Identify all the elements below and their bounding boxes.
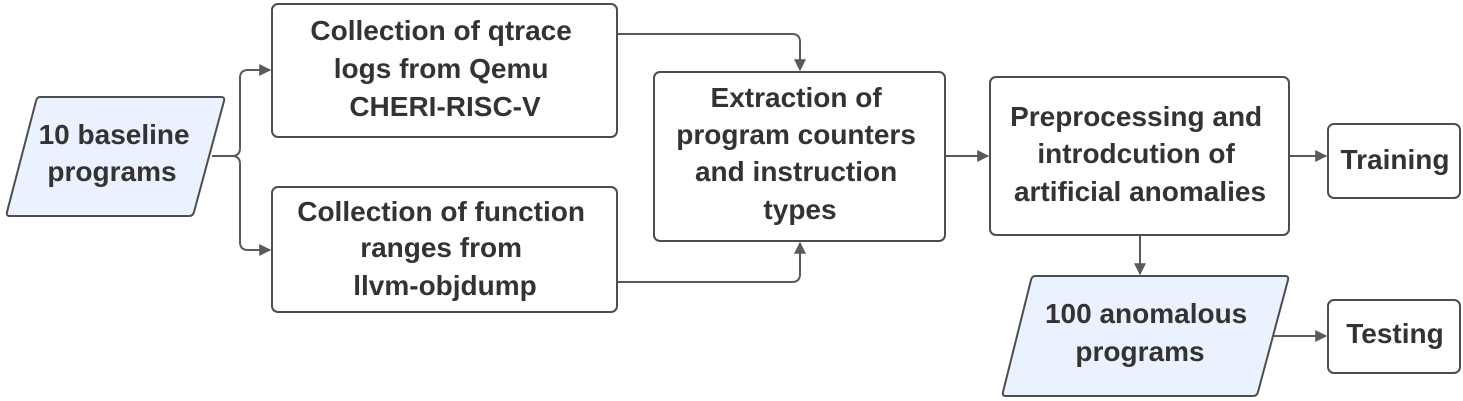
node-baseline-line-2: programs — [47, 156, 176, 187]
node-testing-text: Testing — [1346, 318, 1443, 349]
node-extraction: Extraction of program counters and instr… — [653, 71, 946, 242]
node-qtrace-text: Collection of qtrace logs from Qemu CHER… — [310, 15, 579, 122]
node-anomalous-line-1: 100 anomalous — [1045, 298, 1247, 329]
node-baseline: 10 baseline programs — [5, 96, 226, 217]
node-func-ranges-line-3: llvm-objdump — [353, 270, 537, 301]
node-preprocessing-line-1: Preprocessing and — [1010, 101, 1262, 132]
node-anomalous: 100 anomalous programs — [1001, 275, 1290, 397]
node-extraction-line-1: Extraction of — [711, 82, 883, 113]
node-func-ranges-line-2: ranges from — [360, 232, 522, 263]
node-qtrace: Collection of qtrace logs from Qemu CHER… — [271, 3, 618, 138]
node-func-ranges-line-1: Collection of function — [297, 196, 585, 227]
node-preprocessing-line-3: artificial anomalies — [1014, 176, 1266, 207]
edge-baseline-to-func-ranges — [212, 155, 272, 256]
node-qtrace-line-3: CHERI-RISC-V — [349, 91, 541, 122]
node-extraction-shape — [653, 71, 946, 242]
node-baseline-text: 10 baseline programs — [39, 119, 198, 187]
node-qtrace-line-1: Collection of qtrace — [310, 15, 571, 46]
node-baseline-line-1: 10 baseline — [39, 119, 190, 150]
node-extraction-line-3: and instruction — [695, 156, 897, 187]
node-anomalous-text: 100 anomalous programs — [1045, 298, 1255, 367]
node-extraction-text: Extraction of program counters and instr… — [676, 82, 923, 225]
edges-layer — [212, 33, 1328, 342]
node-testing-shape — [1327, 299, 1461, 374]
node-anomalous-line-2: programs — [1075, 336, 1204, 367]
node-qtrace-line-2: logs from Qemu — [334, 53, 549, 84]
node-training-shape — [1327, 123, 1461, 199]
node-training-line-1: Training — [1341, 144, 1450, 175]
node-preprocessing-line-2: introdcution of — [1037, 138, 1235, 169]
nodes-layer: 10 baseline programs Collection of qtrac… — [5, 3, 1461, 397]
node-preprocessing-shape — [989, 76, 1290, 236]
edge-qtrace-to-extraction — [618, 33, 806, 72]
node-extraction-line-2: program counters — [676, 119, 916, 150]
node-qtrace-shape — [271, 3, 618, 138]
edge-func-ranges-to-extraction — [618, 241, 806, 283]
node-extraction-line-4: types — [763, 194, 836, 225]
node-testing: Testing — [1327, 299, 1461, 374]
node-anomalous-shape — [1001, 275, 1290, 397]
node-training: Training — [1327, 123, 1461, 199]
node-testing-line-1: Testing — [1346, 318, 1443, 349]
node-func-ranges-text: Collection of function ranges from llvm-… — [297, 196, 593, 301]
node-preprocessing: Preprocessing and introdcution of artifi… — [989, 76, 1290, 236]
node-func-ranges: Collection of function ranges from llvm-… — [271, 186, 618, 313]
node-training-text: Training — [1341, 144, 1450, 175]
node-func-ranges-shape — [271, 186, 618, 313]
node-preprocessing-text: Preprocessing and introdcution of artifi… — [1010, 101, 1270, 207]
node-baseline-shape — [5, 96, 226, 217]
